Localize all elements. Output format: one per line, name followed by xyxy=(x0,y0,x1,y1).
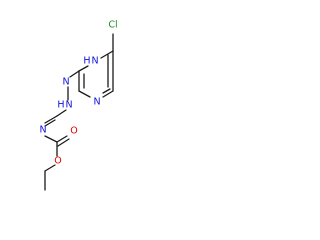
atom-hydrazone-h-prefix: H xyxy=(57,100,64,111)
bond-n-ch xyxy=(56,109,67,117)
atom-hydrazone-nitrogen-1: N xyxy=(62,77,69,88)
atom-ring-nitrogen-lower: N xyxy=(93,97,100,108)
atom-hydrazone-nitrogen-2: N xyxy=(65,100,72,111)
bond-ch-n-imine xyxy=(44,115,58,124)
bond-n-carbonyl-c xyxy=(44,135,58,143)
bond-ch-n-imine-double xyxy=(44,119,56,127)
bond-ring-n4-c5 xyxy=(102,90,114,98)
pyrazine-ring xyxy=(78,50,114,98)
bond-c2-n-hydrazone xyxy=(69,70,80,78)
atom-ester-oxygen: O xyxy=(54,156,61,167)
bond-ring-n4-c5-double xyxy=(102,88,111,94)
atom-imine-nitrogen: N xyxy=(39,125,46,136)
bond-carbonyl-c-o-double-2 xyxy=(57,138,70,147)
bond-ring-c6-n1 xyxy=(100,50,114,59)
bond-ring-c3-n4 xyxy=(78,90,91,98)
atom-carbonyl-oxygen: O xyxy=(70,126,77,137)
atom-chlorine: Cl xyxy=(108,20,117,31)
atom-ring-nitrogen-upper: N xyxy=(91,56,98,67)
bond-carbonyl-c-o-double xyxy=(56,135,68,143)
atom-ring-nitrogen-h-prefix: H xyxy=(83,56,90,67)
bond-ring-n1-c2 xyxy=(78,65,89,72)
chemical-structure-diagram: Cl H N N N H N N O O xyxy=(39,20,118,191)
bond-o-ch2 xyxy=(44,164,56,172)
